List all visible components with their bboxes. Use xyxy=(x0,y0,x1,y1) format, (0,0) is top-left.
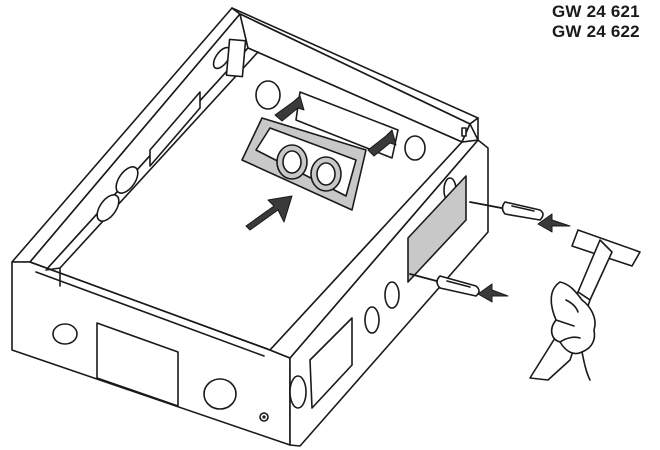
screwdriver-icon xyxy=(501,201,544,221)
front-knockout-left xyxy=(52,323,78,345)
screwdriver-upper xyxy=(469,201,544,221)
arrow-right-upper xyxy=(537,213,571,233)
right-wall-panel xyxy=(407,175,467,283)
arrow-large xyxy=(245,195,293,231)
direction-arrows xyxy=(245,95,571,303)
arrow-right-lower xyxy=(477,283,509,303)
product-code-2: GW 24 622 xyxy=(552,22,640,41)
hand xyxy=(550,281,596,381)
screwdriver-lower xyxy=(409,273,480,297)
enclosure-box xyxy=(11,7,489,447)
insert-panel xyxy=(241,117,367,211)
arrow-up-left xyxy=(274,95,305,122)
product-codes: GW 24 621 GW 24 622 xyxy=(552,2,640,42)
back-wall-opening xyxy=(295,91,399,159)
front-knockout-right xyxy=(203,378,237,410)
front-rect-knockout xyxy=(96,322,179,407)
product-code-1: GW 24 621 xyxy=(552,2,640,21)
arrow-up-right xyxy=(367,129,397,157)
